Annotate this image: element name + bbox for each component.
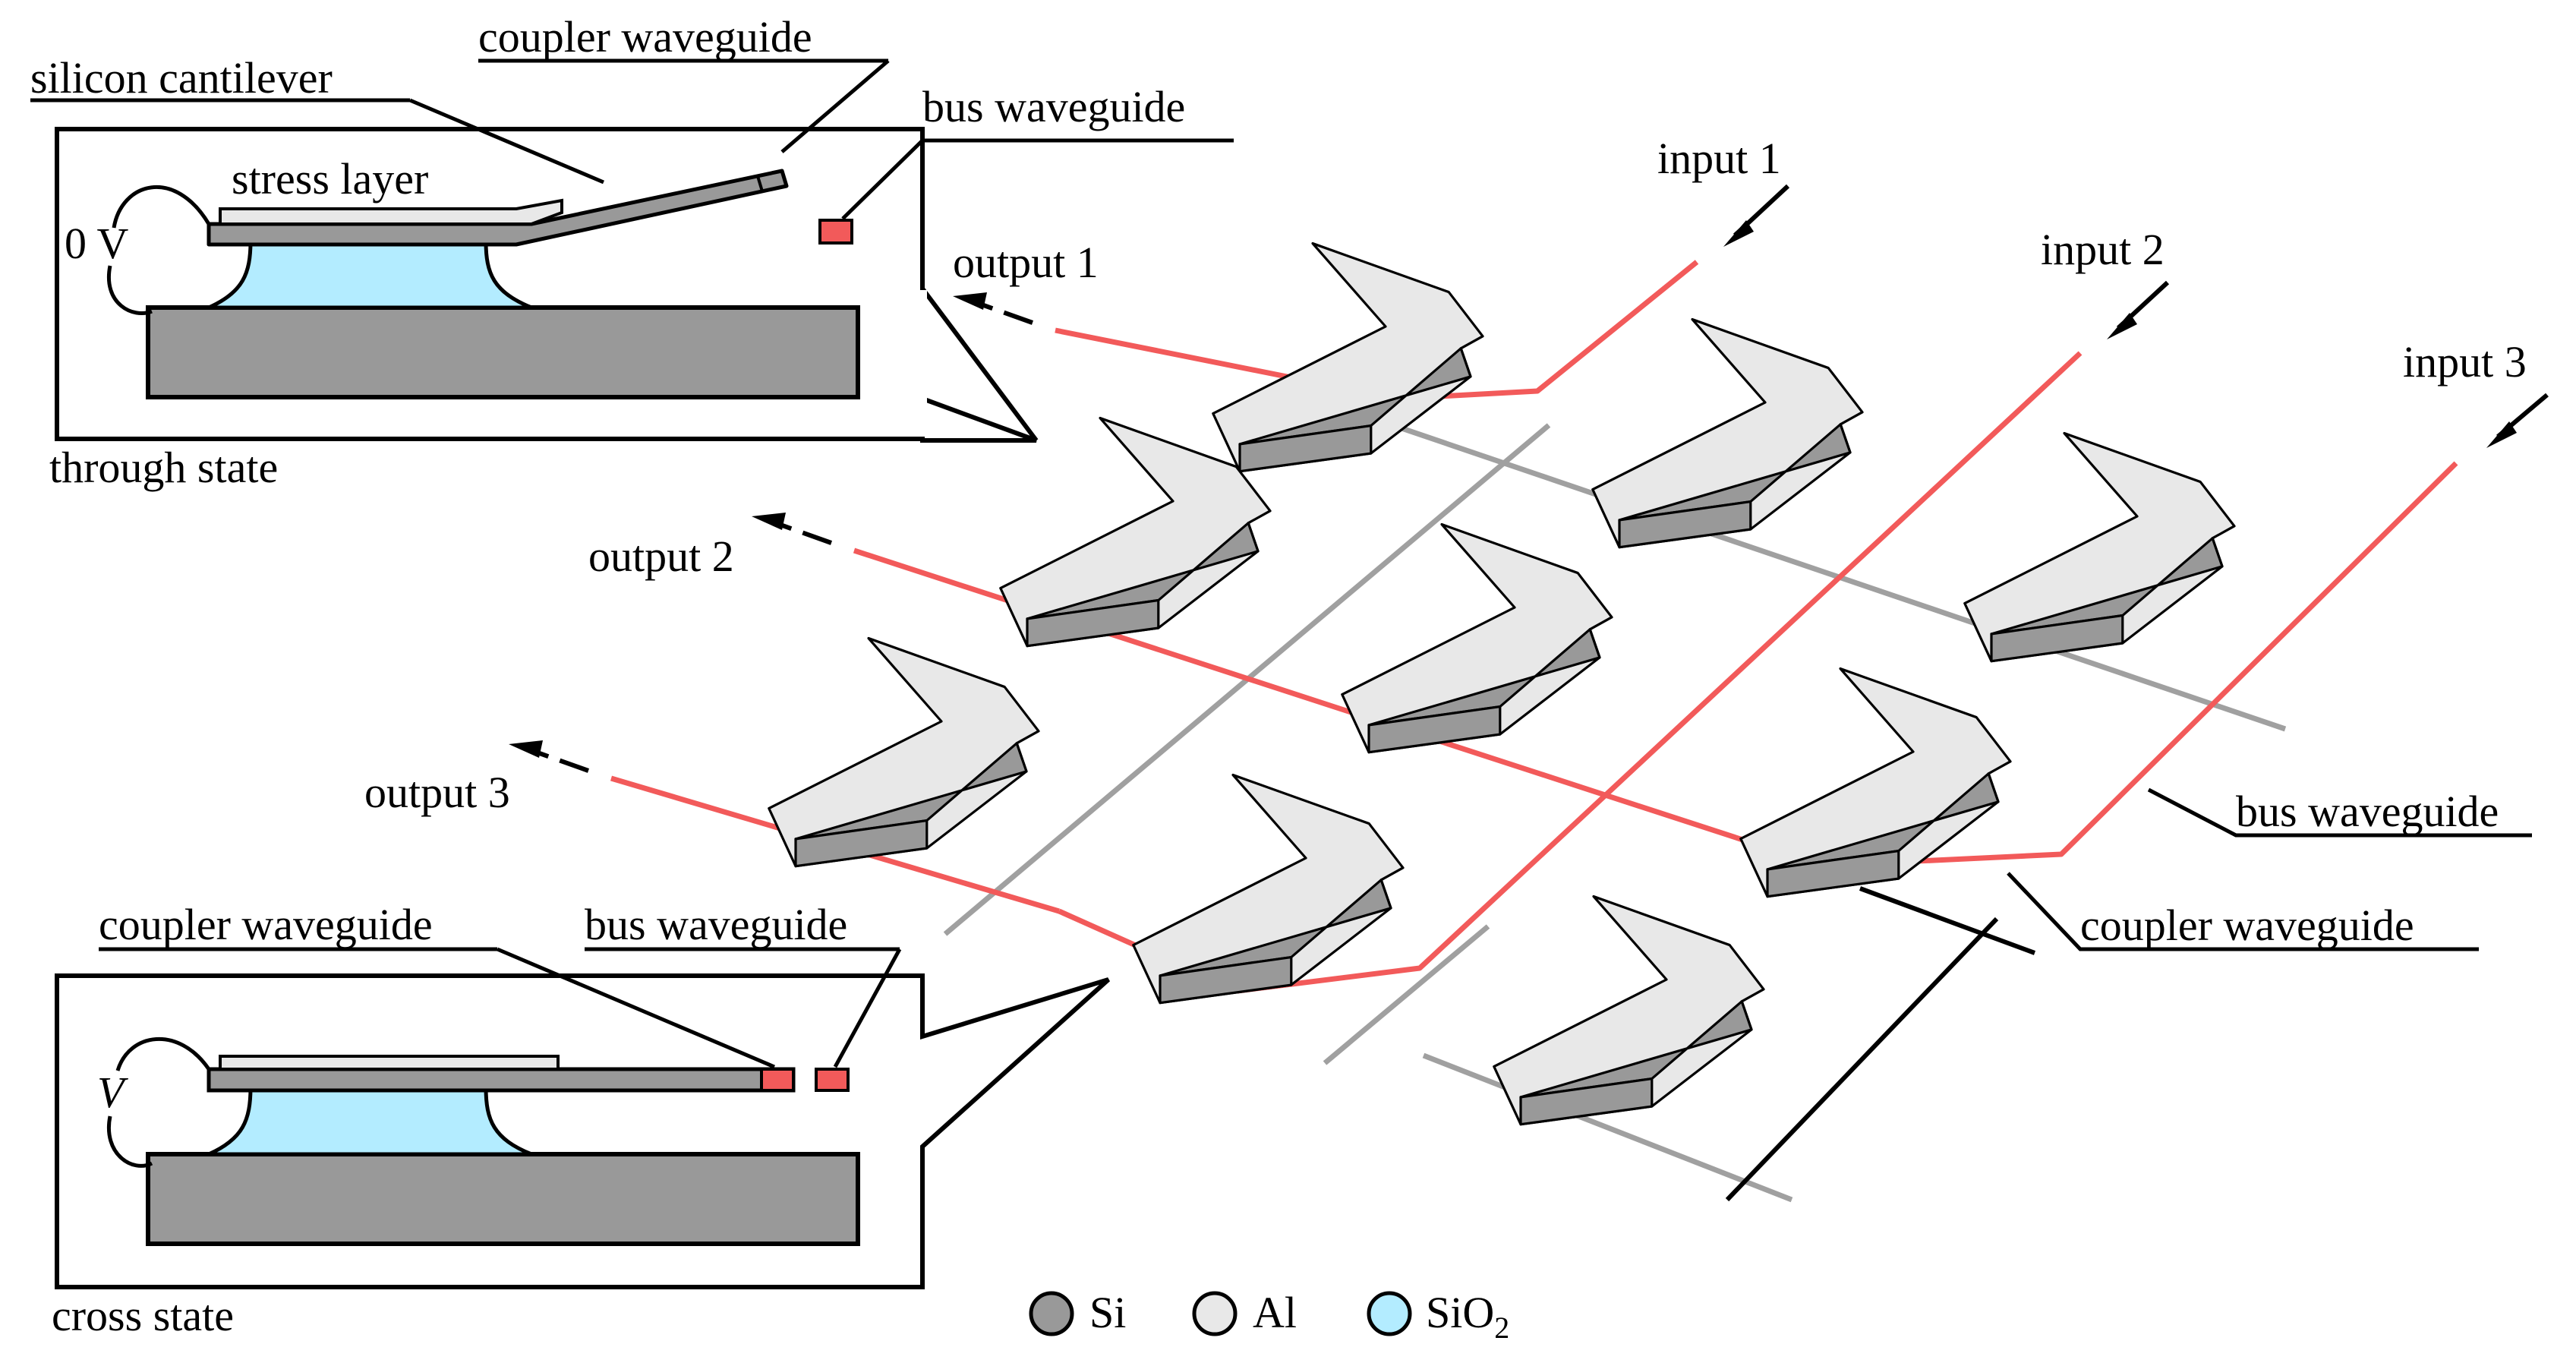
legend-swatch-si — [1029, 1291, 1074, 1336]
substrate — [146, 305, 860, 399]
light-path-1 — [1055, 260, 1699, 402]
coupler-waveguide-block — [760, 1068, 795, 1092]
stress-layer — [219, 198, 563, 226]
coupler-waveguide-col-1-lower — [1323, 924, 1490, 1065]
legend-label-si: Si — [1089, 1288, 1126, 1337]
label-stress-layer: stress layer — [232, 154, 428, 204]
label-input-1: input 1 — [1657, 134, 1781, 183]
legend: Si Al SiO2 — [1029, 1288, 1509, 1345]
input-arrow-3 — [2486, 393, 2549, 448]
label-bus-waveguide-top: bus waveguide — [922, 82, 1185, 131]
bus-waveguide-row-3-tail — [1422, 1052, 1793, 1203]
bus-waveguide-leader-right — [2147, 787, 2532, 838]
black-bus-segment — [1859, 886, 2036, 955]
input-arrow-1 — [1723, 184, 1790, 247]
bus-waveguide-block — [818, 219, 853, 245]
cross-state-inset — [55, 973, 1111, 1289]
label-input-2: input 2 — [2041, 225, 2165, 274]
switch-cell-2-3 — [1739, 667, 2012, 898]
label-coupler-waveguide-bottom: coupler waveguide — [99, 900, 433, 949]
label-output-3: output 3 — [364, 768, 510, 817]
label-bus-waveguide-right: bus waveguide — [2236, 787, 2499, 836]
switch-cell-3-3 — [1493, 894, 1765, 1126]
switch-cell-1-1 — [1212, 241, 1484, 473]
label-through-state: through state — [49, 443, 278, 492]
black-coupler-segment — [1725, 917, 1999, 1202]
output-arrow-1 — [953, 292, 1034, 325]
cantilever-flat — [207, 1067, 796, 1093]
label-output-1: output 1 — [953, 238, 1099, 287]
label-input-3: input 3 — [2403, 337, 2527, 386]
sio2-pillar — [207, 1085, 532, 1156]
label-voltage-through: 0 V — [65, 219, 128, 268]
bus-waveguide-row-1 — [1369, 415, 2287, 732]
label-output-2: output 2 — [588, 532, 734, 581]
substrate — [146, 1152, 860, 1246]
stress-layer — [219, 1055, 560, 1071]
legend-swatch-al — [1192, 1291, 1238, 1336]
switch-cell-3-2 — [1132, 773, 1405, 1005]
light-path-3 — [853, 461, 2458, 869]
label-coupler-waveguide-top: coupler waveguide — [478, 12, 812, 62]
label-bus-waveguide-bottom: bus waveguide — [585, 900, 847, 949]
legend-label-al: Al — [1253, 1288, 1297, 1337]
through-state-inset — [55, 127, 1039, 443]
bus-waveguide-block — [815, 1068, 850, 1092]
voltage-wire — [107, 185, 211, 315]
switch-cell-1-3 — [1963, 431, 2236, 663]
legend-label-sio2: SiO2 — [1426, 1288, 1509, 1345]
label-cross-state: cross state — [52, 1291, 234, 1340]
output-arrow-2 — [752, 513, 833, 545]
switch-cell-2-2 — [1341, 522, 1613, 754]
switch-array — [509, 184, 2549, 1203]
sio2-pillar — [207, 239, 532, 310]
legend-swatch-sio2 — [1367, 1291, 1412, 1336]
output-arrow-3 — [509, 740, 590, 773]
label-coupler-waveguide-right: coupler waveguide — [2080, 901, 2414, 950]
coupler-waveguide-leader-right — [2007, 872, 2479, 951]
switch-cell-1-2 — [1591, 317, 1864, 549]
label-voltage-cross: V — [97, 1068, 129, 1117]
label-silicon-cantilever: silicon cantilever — [30, 53, 333, 103]
switch-cell-3-1 — [768, 636, 1040, 868]
input-arrow-2 — [2107, 280, 2170, 339]
voltage-wire — [107, 1037, 211, 1168]
